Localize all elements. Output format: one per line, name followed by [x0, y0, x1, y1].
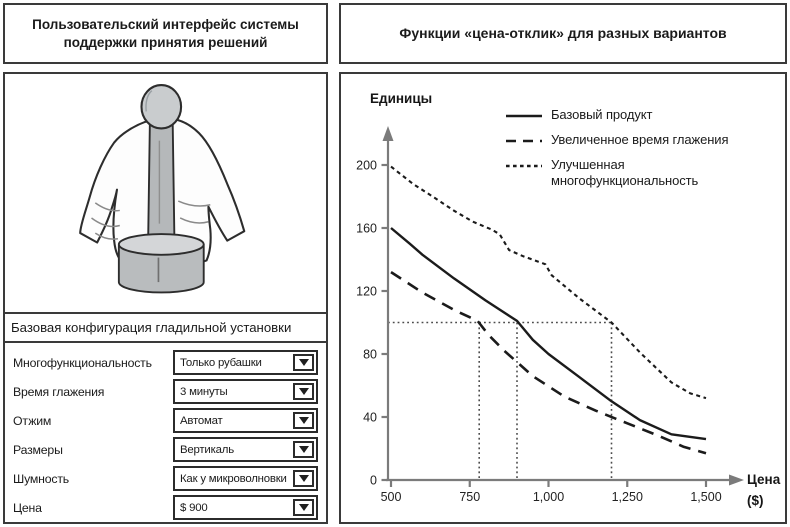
chart-axes: 0 40 80 120 160 200 500 750 1,000 1,250 1,500: [356, 126, 744, 504]
chart-guide-lines: [388, 321, 613, 478]
price-select[interactable]: $ 900: [173, 495, 318, 520]
select-value: Вертикаль: [180, 443, 234, 456]
right-panel-title: Функции «цена-отклик» для разных вариант…: [339, 3, 787, 64]
chevron-down-icon: [298, 504, 309, 511]
mannequin-base: [117, 244, 205, 294]
svg-text:500: 500: [381, 490, 402, 504]
multifunctionality-select[interactable]: Только рубашки: [173, 350, 318, 375]
shirt-wrinkle-lines: [90, 200, 210, 240]
config-section-header-text: Базовая конфигурация гладильной установк…: [11, 320, 292, 335]
chart-series-0: [390, 227, 707, 441]
form-row-spin: Отжим Автомат: [13, 408, 318, 433]
solid-line-icon: [506, 114, 542, 118]
form-label: Время глажения: [13, 384, 105, 399]
svg-text:750: 750: [459, 490, 480, 504]
form-row-dimensions: Размеры Вертикаль: [13, 437, 318, 462]
legend-item-increased-ironing-time: Увеличенное время глажения: [505, 132, 747, 148]
right-panel-title-text: Функции «цена-отклик» для разных вариант…: [399, 25, 727, 42]
ironing-time-select[interactable]: 3 минуты: [173, 379, 318, 404]
select-value: Как у микроволновки: [180, 472, 287, 485]
svg-text:1,500: 1,500: [690, 490, 721, 504]
chevron-down-icon: [298, 446, 309, 453]
svg-text:Единицы: Единицы: [370, 91, 432, 106]
legend-item-base-product: Базовый продукт: [505, 107, 747, 123]
chart-series-2: [390, 165, 707, 400]
form-label: Цена: [13, 500, 42, 515]
select-value: $ 900: [180, 501, 208, 514]
head-highlight: [144, 90, 152, 112]
dropdown-button[interactable]: [293, 412, 314, 429]
legend-label: Базовый продукт: [551, 107, 653, 122]
long-dash-line-icon: [506, 139, 542, 143]
config-form: Многофункциональность Только рубашки Вре…: [5, 343, 326, 524]
form-label: Многофункциональность: [13, 355, 152, 370]
dropdown-button[interactable]: [293, 441, 314, 458]
svg-text:120: 120: [356, 285, 377, 299]
chevron-down-icon: [298, 359, 309, 366]
select-value: 3 минуты: [180, 385, 228, 398]
mannequin-base-top: [117, 233, 205, 256]
dropdown-button[interactable]: [293, 383, 314, 400]
chart-legend: Базовый продукт Увеличенное время глажен…: [505, 107, 747, 197]
left-panel-title-text: Пользовательский интерфейс системы подде…: [32, 16, 299, 50]
select-value: Только рубашки: [180, 356, 262, 369]
form-label: Отжим: [13, 413, 52, 428]
svg-text:40: 40: [363, 411, 377, 425]
mannequin-pole: [146, 115, 175, 246]
svg-text:200: 200: [356, 159, 377, 173]
legend-label: Увеличенное время глажения: [551, 131, 729, 147]
product-image-area: [5, 74, 326, 312]
chevron-down-icon: [298, 417, 309, 424]
short-dash-line-icon: [506, 164, 542, 167]
svg-text:1,250: 1,250: [612, 490, 643, 504]
form-row-multifunctionality: Многофункциональность Только рубашки: [13, 350, 318, 375]
svg-text:1,000: 1,000: [533, 490, 564, 504]
mannequin-head: [139, 84, 182, 130]
legend-item-improved-multifunctionality: Улучшенная многофункциональность: [505, 157, 747, 189]
chart-series-1: [390, 271, 707, 455]
svg-text:0: 0: [370, 474, 377, 488]
ironing-mannequin-illustration: [78, 84, 245, 294]
form-row-price: Цена $ 900: [13, 495, 318, 520]
select-value: Автомат: [180, 414, 223, 427]
form-label: Шумность: [13, 471, 69, 486]
legend-label: Улучшенная многофункциональность: [551, 156, 699, 188]
dimensions-select[interactable]: Вертикаль: [173, 437, 318, 462]
left-panel-title: Пользовательский интерфейс системы подде…: [3, 3, 328, 64]
form-row-noise: Шумность Как у микроволновки: [13, 466, 318, 491]
decision-support-ui-panel: Базовая конфигурация гладильной установк…: [3, 72, 328, 524]
svg-text:Цена: Цена: [747, 472, 781, 487]
noise-select[interactable]: Как у микроволновки: [173, 466, 318, 491]
config-section-header: Базовая конфигурация гладильной установк…: [5, 312, 326, 343]
form-row-ironing-time: Время глажения 3 минуты: [13, 379, 318, 404]
dropdown-button[interactable]: [293, 354, 314, 371]
svg-text:160: 160: [356, 222, 377, 236]
svg-text:80: 80: [363, 348, 377, 362]
form-label: Размеры: [13, 442, 63, 457]
dropdown-button[interactable]: [293, 470, 314, 487]
dropdown-button[interactable]: [293, 499, 314, 516]
chevron-down-icon: [298, 475, 309, 482]
chevron-down-icon: [298, 388, 309, 395]
spin-select[interactable]: Автомат: [173, 408, 318, 433]
svg-text:($): ($): [747, 493, 764, 508]
